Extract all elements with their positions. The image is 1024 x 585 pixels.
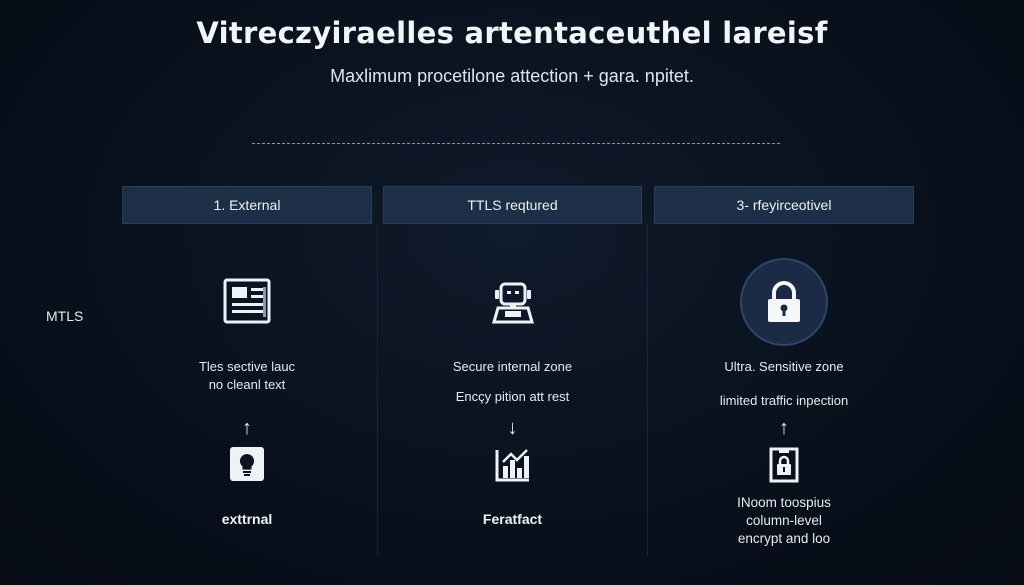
column-header: TTLS reqtured <box>383 186 642 224</box>
lock-icon-wrapper <box>654 258 914 348</box>
chart-icon <box>383 448 642 482</box>
zone-description-line: Ultra. Sensitive zone <box>724 359 844 374</box>
down-arrow-icon: ↓ <box>507 417 518 439</box>
column-header: 3- rfeyirceotivel <box>654 186 914 224</box>
zone-bottom-label: Feratfact <box>482 511 543 527</box>
secure-file-icon <box>654 446 914 484</box>
zone-description-line: limited traffic inpection <box>719 393 849 408</box>
zone-description-line: Secure internal zone <box>452 359 573 374</box>
zone-description-line: Tles sective lauc <box>198 359 296 374</box>
zone-bottom-label-line: column-level <box>746 513 822 528</box>
lightbulb-icon <box>122 446 372 482</box>
robot-icon <box>383 278 642 328</box>
zone-bottom-label: exttrnal <box>221 511 273 527</box>
diagram-subtitle: Maxlimum procetilone attection + gara. n… <box>330 66 694 86</box>
zone-description-line: no cleanl text <box>208 377 286 392</box>
zone-column-external: 1. External Tles sective lauc no cleanl … <box>122 186 378 566</box>
dashed-divider <box>252 143 780 144</box>
zone-bottom-label-line: encrypt and loo <box>737 531 831 546</box>
zone-column-internal: TTLS reqtured Secure internal zone Encçy… <box>383 186 648 566</box>
side-label: MTLS <box>46 308 84 324</box>
lock-icon <box>740 258 828 346</box>
column-header: 1. External <box>122 186 372 224</box>
zone-bottom-label-line: INoom toospius <box>737 495 831 510</box>
up-arrow-icon: ↑ <box>779 417 789 439</box>
zone-column-sensitive: 3- rfeyirceotivel Ultra. Sensitive zone … <box>654 186 914 566</box>
document-icon <box>122 278 372 328</box>
diagram-title: Vitreczyiraelles artentaceuthel lareisf <box>196 16 828 50</box>
up-arrow-icon: ↑ <box>242 417 252 439</box>
zone-description-line: Encçy pition att rest <box>455 389 570 404</box>
